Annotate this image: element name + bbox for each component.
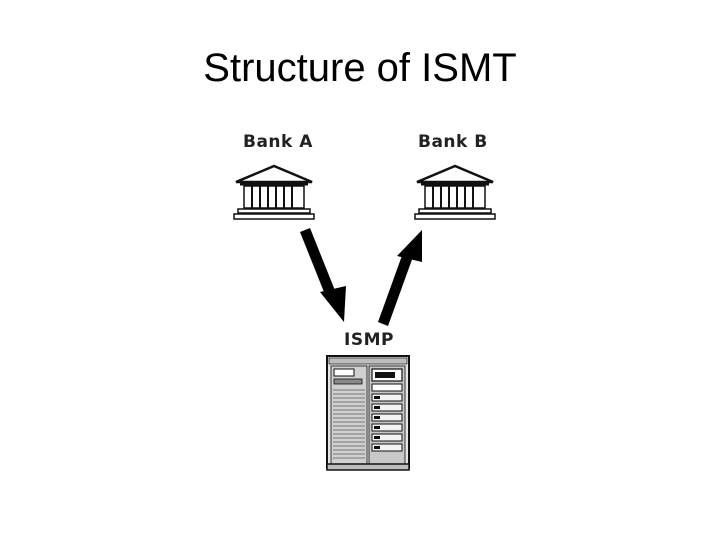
server-tower-icon xyxy=(326,355,410,471)
slide-title: Structure of ISMT xyxy=(203,46,517,90)
bank-b-icon xyxy=(414,164,496,220)
bank-a-label: Bank A xyxy=(243,132,313,152)
arrow-bank-a-to-ismp xyxy=(300,228,346,322)
ismp-label: ISMP xyxy=(344,330,394,350)
bank-a-icon xyxy=(233,164,315,220)
bank-b-label: Bank B xyxy=(418,132,488,152)
arrow-ismp-to-bank-b xyxy=(378,230,422,326)
